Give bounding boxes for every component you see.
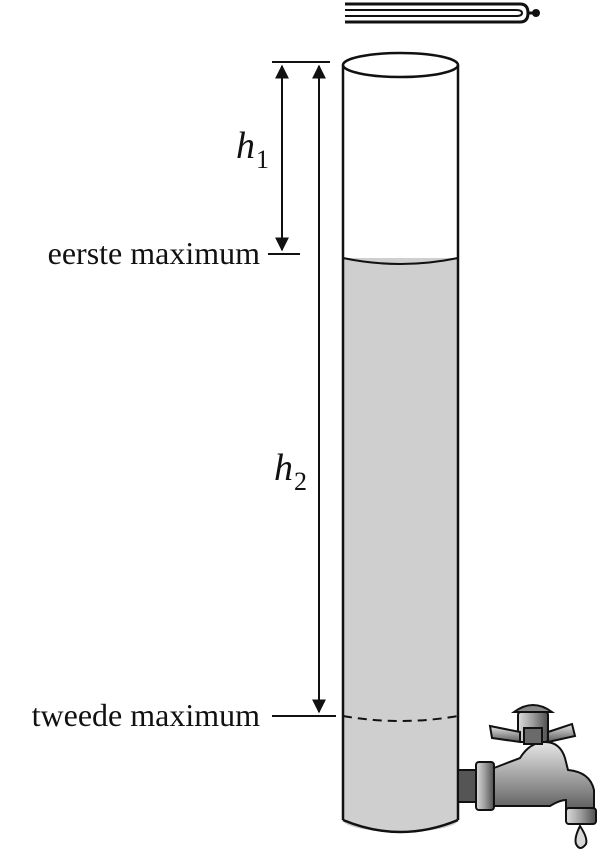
h1-label: h1 — [236, 125, 269, 174]
second-maximum-label: tweede maximum — [32, 697, 260, 733]
tuning-fork-icon — [345, 2, 540, 24]
h2-label: h2 — [274, 447, 307, 496]
water-tap-icon — [457, 704, 597, 849]
water-column — [342, 257, 459, 832]
glass-tube — [341, 51, 460, 834]
first-maximum-label: eerste maximum — [48, 235, 260, 271]
